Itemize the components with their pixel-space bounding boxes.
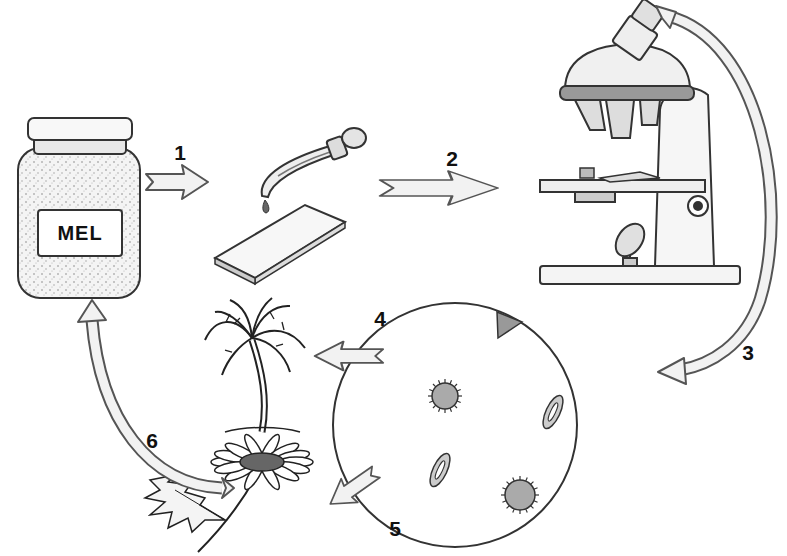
pollen-spike: [450, 408, 452, 412]
callout-number: 4: [374, 308, 386, 329]
pollen-spike: [444, 379, 445, 383]
callout-number: 2: [446, 148, 458, 169]
pollen-spike: [450, 380, 452, 384]
pollen-spike: [526, 509, 528, 513]
pollen-spike: [534, 488, 538, 490]
step-arrow: [78, 300, 234, 498]
honey-jar: [18, 118, 140, 298]
pollen-spike: [519, 476, 520, 480]
callout-number: 6: [146, 430, 158, 451]
pollen-spike: [429, 401, 433, 403]
callout-number: 5: [389, 518, 401, 539]
pollen-spike: [531, 506, 534, 509]
pollen-spike: [438, 380, 440, 384]
pollen-spike: [519, 510, 520, 514]
pollen-spike: [433, 405, 436, 408]
pollen-spike: [438, 408, 440, 412]
pollen-spike: [507, 506, 510, 509]
pollen-spike: [507, 482, 510, 485]
pollen-spike: [458, 395, 462, 396]
step-arrow: [380, 171, 498, 205]
pollen-spike: [429, 389, 433, 391]
callout-number: 3: [742, 342, 754, 363]
step-arrow: [322, 460, 384, 516]
pollen-spike: [457, 389, 461, 391]
pollen-spike: [444, 409, 445, 413]
palm-tree: [205, 298, 305, 432]
pollen-spike: [534, 501, 538, 503]
pollen-spike: [457, 401, 461, 403]
microscope-view: [333, 303, 577, 547]
step-arrow: [656, 6, 771, 384]
pollen-spike: [501, 494, 505, 495]
pollen-spike: [454, 405, 457, 408]
pollen-spike: [531, 482, 534, 485]
pollen-spike: [513, 509, 515, 513]
callout-number: 1: [174, 142, 186, 163]
pollen-spike: [513, 477, 515, 481]
pollen-spike: [502, 501, 506, 503]
pollen-spike: [526, 477, 528, 481]
pollen-spike: [502, 488, 506, 490]
pollen-spike: [428, 395, 432, 396]
flower: [145, 432, 313, 552]
pollen-spike: [454, 384, 457, 387]
pollen-spike: [433, 384, 436, 387]
pollen-spike: [535, 494, 539, 495]
pipette-slide: [215, 128, 366, 284]
step-arrow: [146, 165, 208, 199]
step-arrow: [315, 342, 383, 371]
jar-label: MEL: [57, 223, 102, 243]
